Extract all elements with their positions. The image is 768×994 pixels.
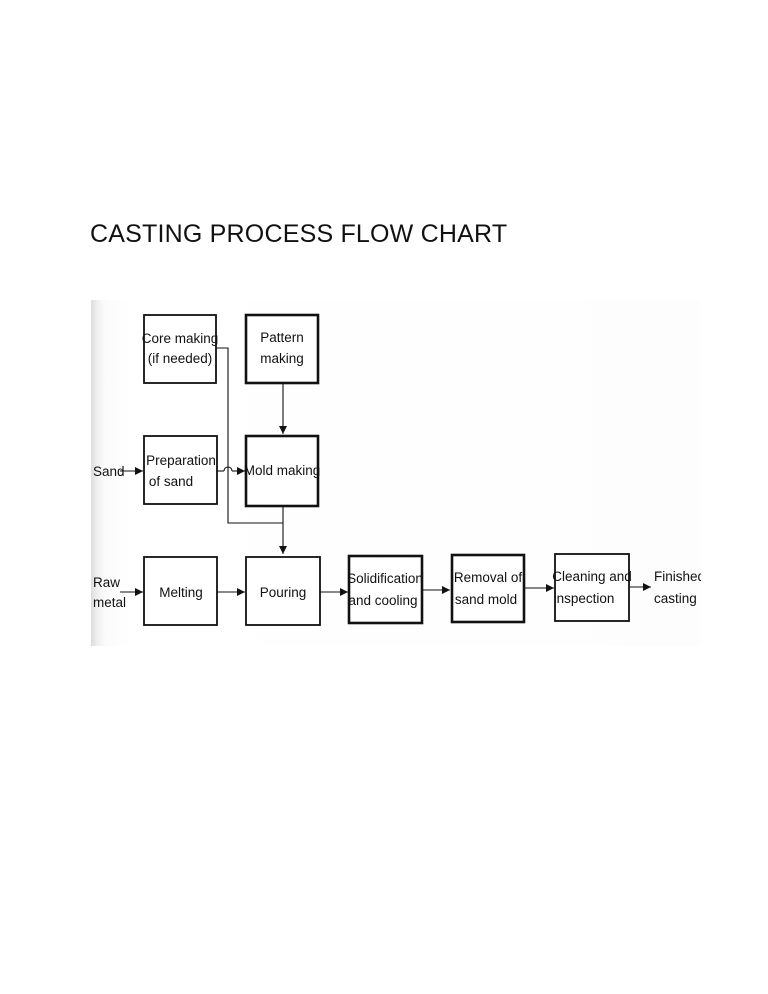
input-sand: Sand <box>93 464 125 479</box>
svg-text:(if needed): (if needed) <box>148 351 213 366</box>
node-melting: Melting <box>143 556 218 626</box>
node-removal-of-sand-mold: Removal of sand mold <box>450 553 526 624</box>
svg-text:casting: casting <box>654 591 697 606</box>
svg-text:inspection: inspection <box>554 591 615 606</box>
node-label: Solidification <box>347 571 423 586</box>
svg-text:Core making: Core making <box>142 331 219 346</box>
node-label: Pattern <box>260 330 304 345</box>
node-label: (if needed) <box>148 351 213 366</box>
svg-text:Melting: Melting <box>159 585 203 600</box>
svg-text:and cooling: and cooling <box>348 593 417 608</box>
node-mold-making: Mold making <box>244 434 321 508</box>
svg-text:making: making <box>260 351 304 366</box>
node-label: Removal of <box>454 570 523 585</box>
input-raw-metal: Raw metal <box>93 575 126 610</box>
node-label: Melting <box>159 585 203 600</box>
node-label: Cleaning and <box>552 569 632 584</box>
input-label: Sand <box>93 464 125 479</box>
node-pouring: Pouring <box>245 556 321 626</box>
svg-text:Cleaning and: Cleaning and <box>552 569 632 584</box>
node-label: Mold making <box>244 463 321 478</box>
svg-text:Raw: Raw <box>93 575 120 590</box>
node-label: of sand <box>149 474 193 489</box>
flow-chart-figure: Core making (if needed) Pattern making P… <box>91 300 701 646</box>
node-pattern-making: Pattern making <box>244 313 320 385</box>
svg-text:of sand: of sand <box>149 474 193 489</box>
node-preparation-of-sand: Preparation of sand <box>143 435 218 505</box>
svg-text:Pouring: Pouring <box>260 585 307 600</box>
input-label: Raw <box>93 575 120 590</box>
node-label: Core making <box>142 331 219 346</box>
svg-text:metal: metal <box>93 595 126 610</box>
svg-text:Mold making: Mold making <box>244 463 321 478</box>
node-core-making: Core making (if needed) <box>142 314 219 384</box>
svg-text:Removal of: Removal of <box>454 570 523 585</box>
output-finished-casting: Finished casting <box>654 569 701 606</box>
flow-chart-svg: Core making (if needed) Pattern making P… <box>93 313 701 626</box>
page-title: CASTING PROCESS FLOW CHART <box>90 220 508 248</box>
node-cleaning-and-inspection: Cleaning and inspection <box>552 553 632 622</box>
output-label: Finished <box>654 569 701 584</box>
svg-text:Pattern: Pattern <box>260 330 304 345</box>
svg-text:sand mold: sand mold <box>455 592 517 607</box>
connectors <box>120 347 651 596</box>
node-label: Pouring <box>260 585 307 600</box>
node-label: inspection <box>554 591 615 606</box>
input-label: metal <box>93 595 126 610</box>
svg-text:Sand: Sand <box>93 464 125 479</box>
svg-text:Finished: Finished <box>654 569 701 584</box>
node-label: making <box>260 351 304 366</box>
edge-core-to-pouring <box>216 347 283 524</box>
svg-text:Preparation: Preparation <box>146 453 216 468</box>
output-label: casting <box>654 591 697 606</box>
node-solidification: Solidification and cooling <box>347 554 424 625</box>
node-label: and cooling <box>348 593 417 608</box>
node-label: sand mold <box>455 592 517 607</box>
node-label: Preparation <box>146 453 216 468</box>
svg-text:Solidification: Solidification <box>347 571 423 586</box>
